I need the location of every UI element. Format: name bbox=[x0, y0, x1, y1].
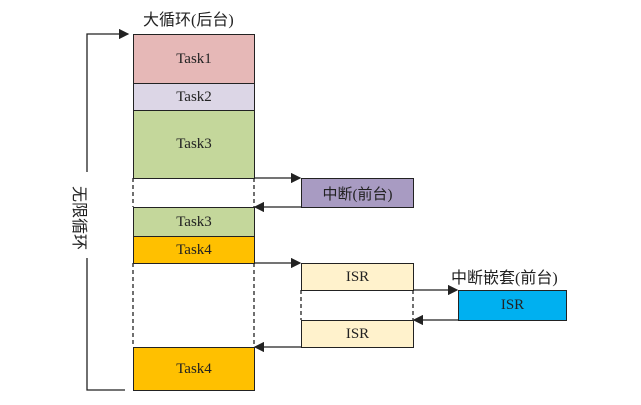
task3-resume-block: Task3 bbox=[133, 207, 255, 237]
background-title: 大循环(后台) bbox=[143, 12, 234, 29]
isr-block: ISR bbox=[301, 263, 414, 291]
task4-block: Task4 bbox=[133, 236, 255, 264]
task4-resume-block: Task4 bbox=[133, 347, 255, 391]
loop-label: 无限循环 bbox=[70, 185, 87, 250]
isr-resume-block: ISR bbox=[301, 320, 414, 348]
task1-block: Task1 bbox=[133, 34, 255, 84]
task2-block: Task2 bbox=[133, 83, 255, 111]
task3-block: Task3 bbox=[133, 110, 255, 179]
loop-bracket bbox=[86, 28, 130, 391]
interrupt-block: 中断(前台) bbox=[301, 178, 414, 208]
nested-isr-block: ISR bbox=[458, 290, 567, 321]
nested-label: 中断嵌套(前台) bbox=[451, 270, 558, 287]
